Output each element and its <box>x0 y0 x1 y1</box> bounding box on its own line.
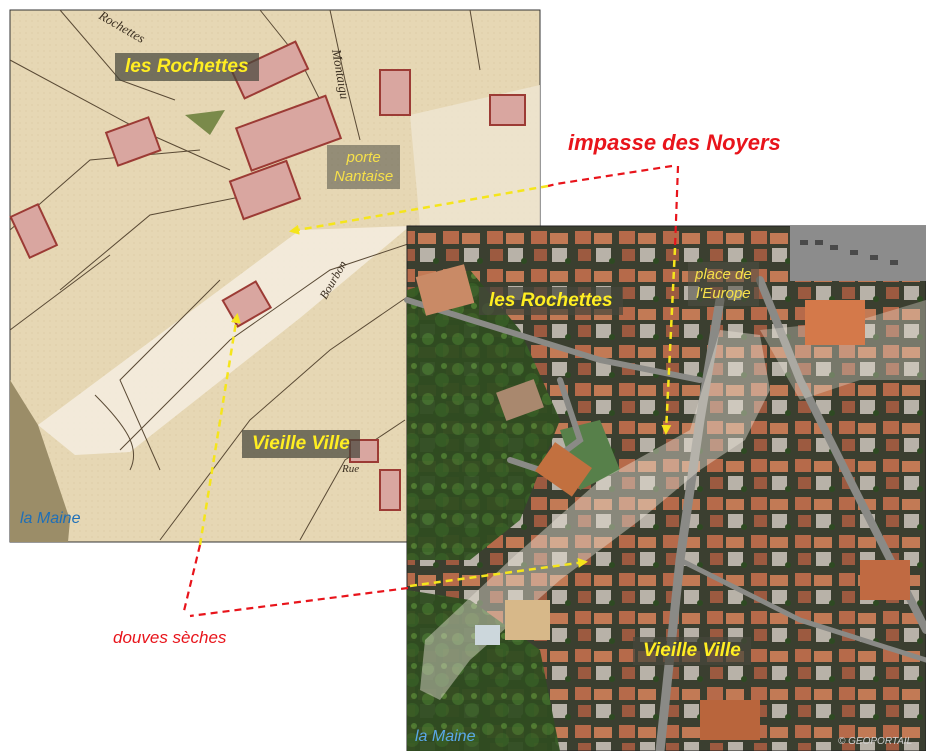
label-place-line1: place de <box>695 266 752 283</box>
label-place-europe: place de l'Europe <box>688 262 759 306</box>
label-maine-aerial: la Maine <box>415 728 476 745</box>
label-rochettes-old: les Rochettes <box>115 53 259 81</box>
label-vieille-ville-aerial: Vieille Ville <box>633 637 751 665</box>
arrow-to-aerial-ditch <box>409 557 588 588</box>
arrow-to-old-ditch <box>198 313 241 546</box>
aerial-buildings <box>415 264 910 740</box>
label-porte-line2: Nantaise <box>334 168 394 185</box>
label-douves-seches: douves sèches <box>113 628 227 647</box>
old-ditch-highlight <box>38 226 410 455</box>
label-vieille-ville-old: Vieille Ville <box>242 430 360 458</box>
street-name-rue: Rue <box>341 463 359 475</box>
river-maine-old <box>10 380 70 542</box>
label-place-line2: l'Europe <box>696 285 751 302</box>
copyright-geoportail: © GEOPORTAIL <box>838 736 913 747</box>
parcel-lines <box>9 9 481 541</box>
label-porte-nantaise: porte Nantaise <box>327 145 401 189</box>
old-buildings <box>9 40 526 511</box>
label-porte-line1: porte <box>346 149 381 166</box>
label-impasse-des-noyers: impasse des Noyers <box>568 130 781 155</box>
annotation-lines <box>181 164 680 618</box>
label-rochettes-aerial: les Rochettes <box>479 287 623 315</box>
arrow-to-old-impasse <box>289 184 549 235</box>
label-maine-old: la Maine <box>20 510 81 527</box>
arrow-to-aerial-impasse <box>661 247 677 435</box>
